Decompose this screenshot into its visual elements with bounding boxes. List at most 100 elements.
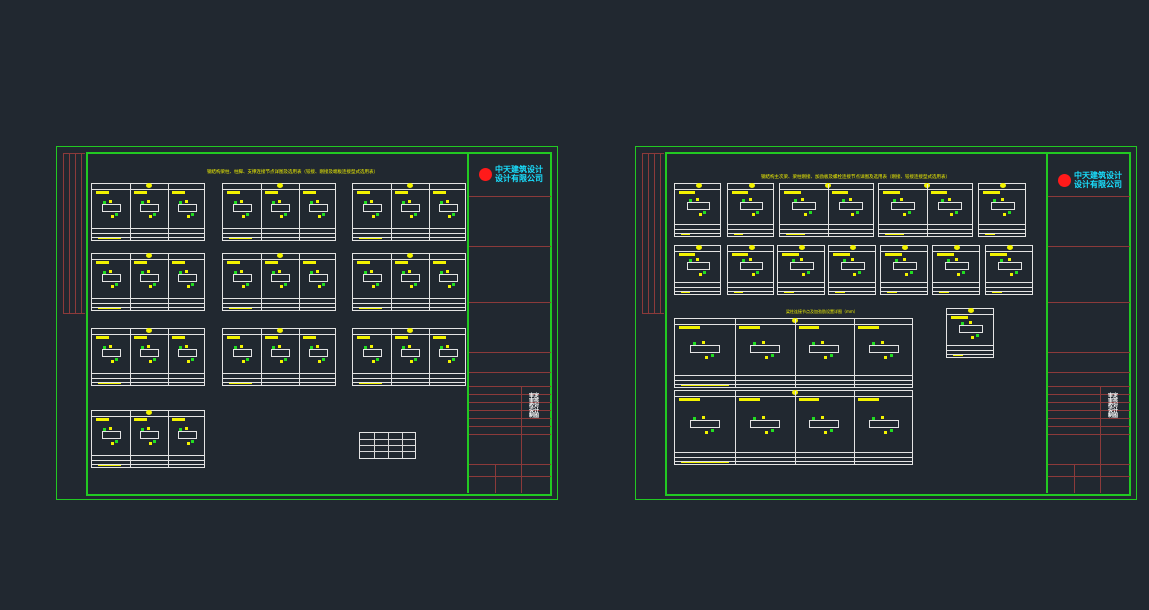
- panel-table-line: [353, 373, 465, 374]
- dimension-mark: [957, 273, 960, 276]
- dimension-mark: [968, 321, 972, 324]
- dimension-mark: [764, 430, 768, 434]
- detail-panel[interactable]: [222, 253, 336, 311]
- drawing-sheet-2[interactable]: 钢结构主次梁、梁柱刚接、加劲板及螺栓连接节点详图及选用表（刚接、铰接连接型式选用…: [635, 146, 1137, 500]
- weld-mark: [812, 416, 816, 420]
- note-bar: [359, 238, 382, 239]
- label-bar: [227, 191, 241, 194]
- detail-panel[interactable]: [880, 245, 928, 295]
- dimension-mark: [316, 345, 320, 348]
- detail-panel[interactable]: [352, 253, 466, 311]
- detail-panel[interactable]: [352, 183, 466, 241]
- dimension-mark: [109, 270, 113, 273]
- detail-number-icon: [277, 253, 283, 258]
- dimension-mark: [280, 360, 283, 363]
- company-logo-icon: [479, 168, 492, 181]
- dimension-mark: [111, 360, 114, 363]
- weld-mark: [364, 346, 368, 349]
- dimension-mark: [370, 200, 374, 203]
- detail-panel[interactable]: [828, 245, 876, 295]
- label-bar: [930, 191, 948, 194]
- label-bar: [227, 336, 241, 339]
- detail-panel[interactable]: [222, 183, 336, 241]
- detail-panel[interactable]: [932, 245, 980, 295]
- dimension-mark: [109, 200, 113, 203]
- label-bar: [357, 261, 371, 264]
- dimension-mark: [147, 427, 151, 430]
- weld-mark: [843, 259, 847, 262]
- panel-header-line: [675, 324, 912, 325]
- weld-mark: [413, 358, 417, 361]
- weld-mark: [961, 322, 965, 325]
- weld-mark: [272, 201, 276, 204]
- detail-panel[interactable]: [91, 328, 205, 386]
- detail-panel[interactable]: [674, 183, 721, 237]
- member-section: [139, 204, 159, 212]
- detail-panel[interactable]: [674, 390, 913, 465]
- approval-labels: 审定 审核 校对 设计 制图: [529, 393, 540, 419]
- dimension-mark: [824, 430, 828, 434]
- dimension-mark: [278, 270, 282, 273]
- panel-divider: [926, 184, 928, 236]
- weld-mark: [841, 199, 845, 202]
- weld-mark: [375, 283, 379, 286]
- panel-divider: [794, 319, 796, 387]
- panel-table-line: [675, 224, 720, 225]
- detail-panel[interactable]: [779, 183, 874, 237]
- dimension-mark: [704, 430, 708, 434]
- panel-divider: [168, 329, 169, 385]
- label-bar: [303, 191, 317, 194]
- detail-panel[interactable]: [352, 328, 466, 386]
- detail-number-icon: [146, 328, 152, 333]
- panel-table-line: [92, 378, 204, 379]
- weld-mark: [993, 199, 997, 202]
- title-block: 中天建筑设计 设计有限公司 审定 审核 校对 设计 制图: [467, 154, 551, 493]
- detail-panel[interactable]: [777, 245, 825, 295]
- dimension-mark: [316, 200, 320, 203]
- member-section: [869, 419, 900, 428]
- detail-panel[interactable]: [674, 245, 721, 295]
- detail-panel[interactable]: [91, 253, 205, 311]
- weld-mark: [752, 342, 756, 345]
- weld-mark: [890, 354, 894, 357]
- detail-panel[interactable]: [727, 183, 774, 237]
- panel-table-line: [979, 229, 1025, 230]
- detail-panel[interactable]: [674, 318, 913, 388]
- dimension-mark: [884, 356, 888, 359]
- weld-mark: [152, 358, 156, 361]
- panel-table-line: [353, 307, 465, 308]
- detail-number-icon: [748, 245, 755, 250]
- detail-panel[interactable]: [946, 308, 994, 358]
- note-bar: [98, 465, 121, 466]
- detail-panel[interactable]: [91, 410, 205, 468]
- weld-mark: [141, 201, 145, 204]
- drawing-sheet-1[interactable]: 钢结构梁柱、柱脚、支撑连接节点详图及选用表（铰接、刚接及端板连接型式选用表） 中…: [56, 146, 558, 500]
- panel-table-line: [728, 287, 773, 288]
- detail-panel[interactable]: [91, 183, 205, 241]
- dimension-mark: [824, 356, 828, 359]
- detail-panel[interactable]: [727, 245, 774, 295]
- detail-panel[interactable]: [985, 245, 1033, 295]
- weld-mark: [692, 342, 696, 345]
- detail-panel[interactable]: [878, 183, 973, 237]
- weld-mark: [402, 201, 406, 204]
- note-bar: [786, 234, 805, 235]
- detail-panel[interactable]: [222, 328, 336, 386]
- note-bar: [229, 238, 252, 239]
- dimension-mark: [240, 345, 244, 348]
- detail-panel[interactable]: [978, 183, 1026, 237]
- panel-table-line: [933, 282, 979, 283]
- panel-table-line: [728, 229, 773, 230]
- panel-table-line: [986, 291, 1032, 292]
- note-bar: [359, 308, 382, 309]
- dimension-mark: [410, 215, 413, 218]
- member-section: [686, 262, 711, 270]
- member-section: [689, 345, 720, 353]
- note-bar: [784, 292, 794, 293]
- panel-table-line: [879, 224, 972, 225]
- panel-divider: [130, 329, 131, 385]
- panel-table-line: [829, 287, 875, 288]
- weld-mark: [857, 271, 861, 274]
- label-bar: [679, 398, 700, 401]
- panel-table-line: [947, 354, 993, 355]
